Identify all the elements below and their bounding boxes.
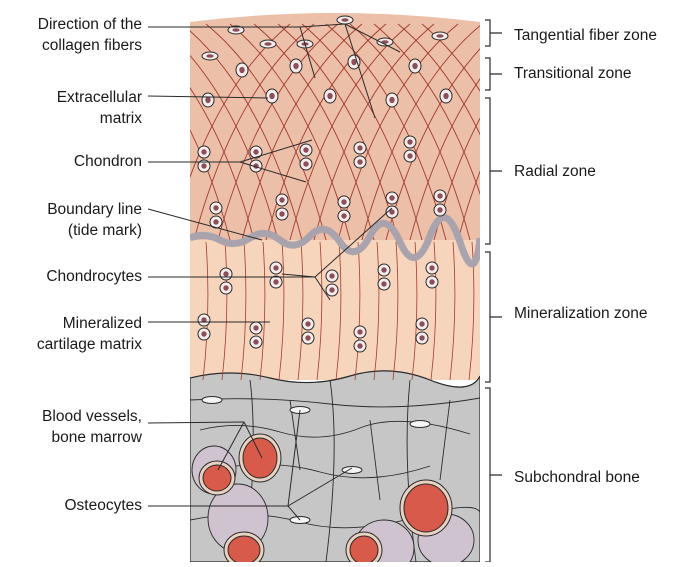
- cell-nucleus: [329, 287, 334, 292]
- cell-nucleus: [412, 63, 417, 69]
- zone-bracket: [485, 58, 502, 90]
- label-tide-mark: Boundary line(tide mark): [47, 199, 142, 241]
- cell-nucleus: [381, 281, 386, 286]
- cell-nucleus: [437, 207, 442, 212]
- cell-nucleus: [429, 279, 434, 284]
- cell-nucleus: [329, 273, 334, 278]
- cell-nucleus: [357, 329, 362, 334]
- label-blood-vessels: Blood vessels,bone marrow: [42, 406, 142, 448]
- cell-nucleus: [253, 339, 258, 344]
- cell-nucleus: [273, 279, 278, 284]
- cell-nucleus: [341, 213, 346, 218]
- label-osteocytes: Osteocytes: [64, 495, 142, 516]
- cell-nucleus: [201, 149, 206, 154]
- zone-brackets: [485, 20, 502, 562]
- mineralized-layer: [190, 240, 480, 380]
- blood-vessel: [404, 484, 448, 532]
- cell-nucleus: [351, 59, 356, 65]
- cell-nucleus: [232, 28, 239, 32]
- blood-vessel: [350, 536, 378, 562]
- cell-nucleus: [436, 34, 443, 38]
- cell-nucleus: [223, 285, 228, 290]
- cell-nucleus: [389, 195, 394, 200]
- cell-nucleus: [303, 161, 308, 166]
- cell-nucleus: [264, 42, 271, 46]
- zone-bracket: [485, 388, 502, 562]
- cell-nucleus: [303, 147, 308, 152]
- cell-nucleus: [443, 93, 448, 99]
- zone-bracket: [485, 252, 502, 382]
- cell-nucleus: [305, 335, 310, 340]
- cell-nucleus: [269, 93, 274, 99]
- zone-label-tangential: Tangential fiber zone: [514, 25, 657, 46]
- cell-nucleus: [239, 67, 244, 73]
- cell-nucleus: [253, 325, 258, 330]
- blood-vessel: [243, 438, 277, 478]
- cell-nucleus: [205, 97, 210, 103]
- cell-nucleus: [293, 63, 298, 69]
- zone-label-transitional: Transitional zone: [514, 63, 631, 84]
- osteocyte: [202, 397, 222, 404]
- cell-nucleus: [407, 139, 412, 144]
- cell-nucleus: [253, 149, 258, 154]
- zone-label-radial: Radial zone: [514, 161, 596, 182]
- cell-nucleus: [201, 163, 206, 168]
- fiber-line: [184, 242, 189, 380]
- label-chondron: Chondron: [74, 151, 142, 172]
- cell-nucleus: [407, 153, 412, 158]
- cell-nucleus: [419, 321, 424, 326]
- cell-nucleus: [201, 331, 206, 336]
- zone-bracket: [485, 98, 502, 244]
- zone-label-mineralization: Mineralization zone: [514, 303, 648, 324]
- label-extracellular-matrix: Extracellularmatrix: [57, 87, 142, 129]
- label-chondrocytes: Chondrocytes: [46, 266, 142, 287]
- fiber-line: [482, 24, 602, 240]
- cell-nucleus: [357, 343, 362, 348]
- blood-vessel: [228, 536, 260, 562]
- cell-nucleus: [206, 54, 213, 58]
- cell-nucleus: [357, 159, 362, 164]
- cell-nucleus: [213, 205, 218, 210]
- cell-nucleus: [273, 265, 278, 270]
- cell-nucleus: [341, 18, 348, 22]
- cell-nucleus: [381, 267, 386, 272]
- cell-nucleus: [341, 199, 346, 204]
- cell-nucleus: [279, 197, 284, 202]
- blood-vessel: [203, 465, 231, 491]
- osteocyte: [410, 421, 430, 428]
- cell-nucleus: [305, 321, 310, 326]
- cell-nucleus: [429, 265, 434, 270]
- cell-nucleus: [389, 97, 394, 103]
- cell-nucleus: [357, 145, 362, 150]
- zone-bracket: [485, 20, 502, 46]
- cell-nucleus: [327, 93, 332, 99]
- cell-nucleus: [279, 211, 284, 216]
- zone-label-subchondral: Subchondral bone: [514, 467, 640, 488]
- cell-nucleus: [213, 219, 218, 224]
- cell-nucleus: [223, 271, 228, 276]
- cell-nucleus: [437, 193, 442, 198]
- cell-nucleus: [419, 335, 424, 340]
